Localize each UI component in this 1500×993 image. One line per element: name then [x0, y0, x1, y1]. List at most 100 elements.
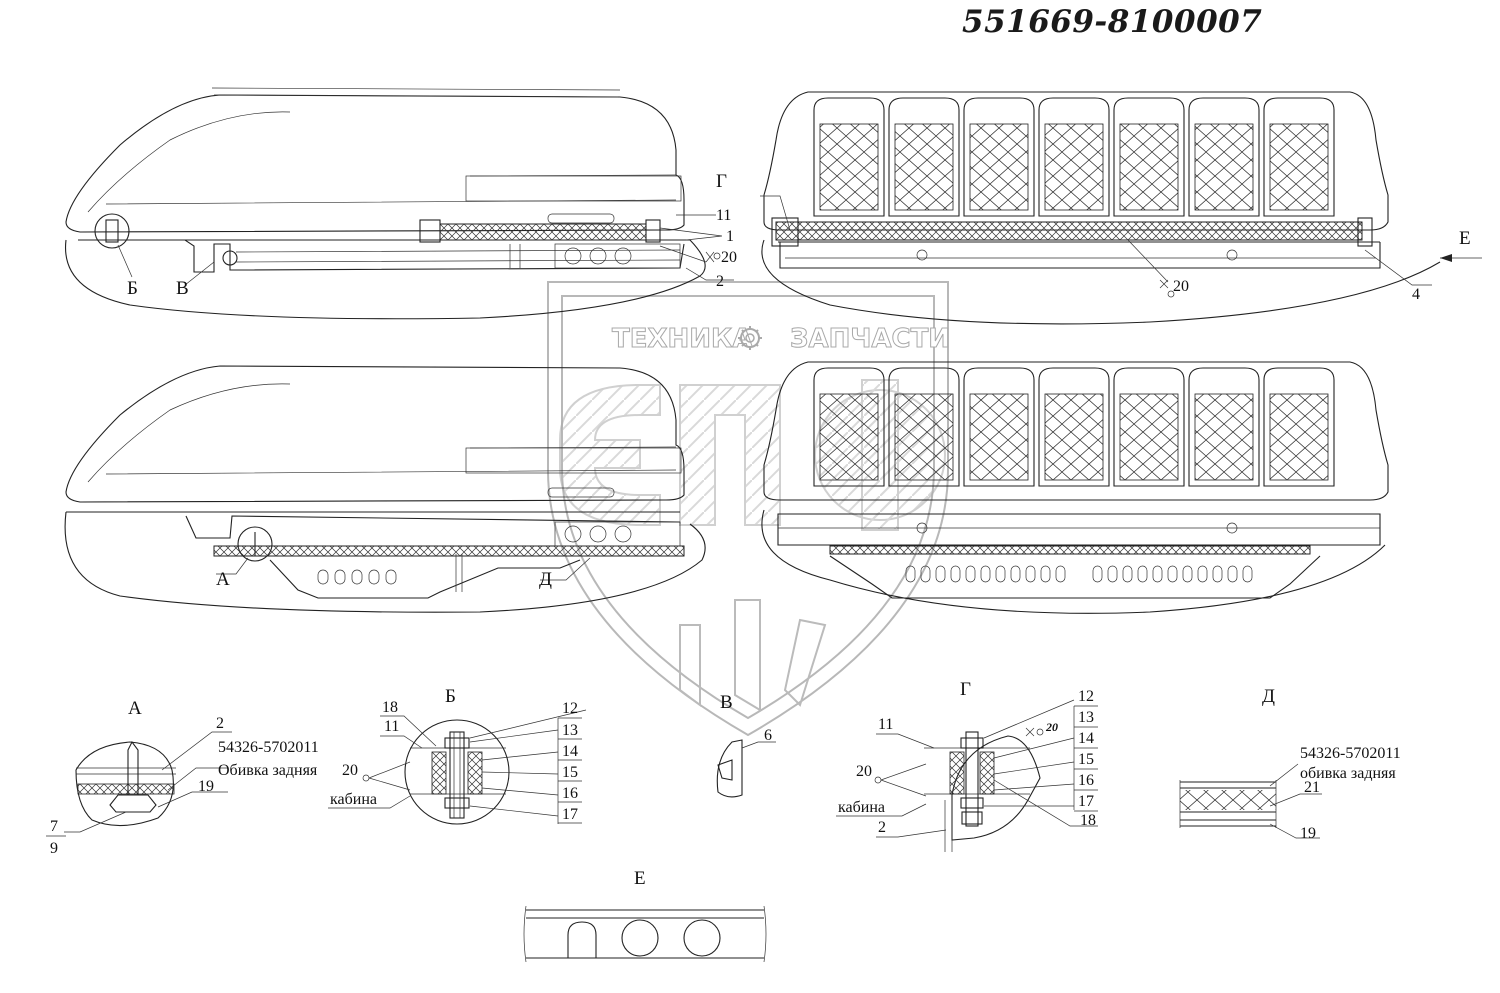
callout-20-g: 20 [856, 763, 872, 780]
grille-top [813, 97, 1335, 217]
grille-panel [1038, 97, 1110, 217]
vent-slot [905, 565, 916, 583]
vent-slot [980, 565, 991, 583]
detail-title-v: В [720, 692, 733, 713]
vent-slot [1040, 565, 1051, 583]
vent-slot [1212, 565, 1223, 583]
callout-17-b: 17 [562, 806, 578, 823]
vent-slot [1055, 565, 1066, 583]
vent-slot [1010, 565, 1021, 583]
cabin-b: кабина [330, 791, 377, 808]
callout-2-a: 2 [216, 715, 224, 732]
watermark-text-left: ТЕХНИКА [612, 324, 752, 354]
callout-4: 4 [1412, 286, 1420, 303]
weld-20-g: 20 [1045, 720, 1058, 734]
callout-11-top: 11 [716, 207, 731, 224]
callout-18-g: 18 [1080, 812, 1096, 829]
trim-rear-d: обивка задняя [1300, 765, 1396, 782]
watermark-text-right: ЗАПЧАСТИ [790, 324, 950, 354]
callout-7-a: 7 [50, 818, 58, 835]
callout-16-g: 16 [1078, 772, 1094, 789]
detail-b [404, 719, 510, 825]
vent-slot [920, 565, 931, 583]
drawing-number: 551669-8100007 [962, 4, 1263, 40]
grille-panel [1188, 97, 1260, 217]
callout-15-g: 15 [1078, 751, 1094, 768]
callout-20-top-right: 20 [1173, 278, 1189, 295]
callout-15-b: 15 [562, 764, 578, 781]
vent-slot [1197, 565, 1208, 583]
grille-panel [888, 367, 960, 487]
marker-a: А [216, 569, 230, 590]
callout-12-b: 12 [562, 700, 578, 717]
detail-title-e: Е [634, 868, 646, 889]
grille-panel [963, 367, 1035, 487]
callout-2-g: 2 [878, 819, 886, 836]
callout-20-top-left: 20 [721, 249, 737, 266]
vent-slot [935, 565, 946, 583]
callout-19-d: 19 [1300, 825, 1316, 842]
vent-slot [1227, 565, 1238, 583]
vent-slot [1092, 565, 1103, 583]
callout-14-b: 14 [562, 743, 578, 760]
callout-18-b: 18 [382, 699, 398, 716]
callout-16-b: 16 [562, 785, 578, 802]
grille-panel [1188, 367, 1260, 487]
side-view-top [64, 87, 706, 320]
callout-9-a: 9 [50, 840, 58, 857]
grille-panel [813, 97, 885, 217]
marker-g-top: Г [716, 171, 727, 192]
vent-slot [1167, 565, 1178, 583]
vent-slot [965, 565, 976, 583]
marker-e: Е [1459, 228, 1471, 249]
grille-panel [1038, 367, 1110, 487]
grille-panel [1263, 97, 1335, 217]
detail-title-a: А [128, 698, 142, 719]
marker-v: В [176, 278, 189, 299]
grille-panel [1113, 97, 1185, 217]
callout-14-g: 14 [1078, 730, 1094, 747]
grille-panel [963, 97, 1035, 217]
callout-11-b: 11 [384, 718, 399, 735]
detail-g [924, 731, 1041, 852]
callout-2-top: 2 [716, 273, 724, 290]
grille-panel [1263, 367, 1335, 487]
part-no-d: 54326-5702011 [1300, 745, 1401, 762]
callout-17-g: 17 [1078, 793, 1094, 810]
callout-13-g: 13 [1078, 709, 1094, 726]
vent-slot [950, 565, 961, 583]
vent-slots [905, 565, 1253, 583]
detail-a [75, 740, 176, 827]
detail-e [523, 905, 767, 963]
marker-d: Д [539, 569, 552, 590]
callout-19-a: 19 [198, 778, 214, 795]
grille-panel [813, 367, 885, 487]
side-view-bottom [64, 365, 706, 613]
vent-slot [995, 565, 1006, 583]
callout-6-v: 6 [764, 727, 772, 744]
vent-slot [1137, 565, 1148, 583]
callout-1-top: 1 [726, 228, 734, 245]
grille-bottom [813, 367, 1335, 487]
callout-20-b: 20 [342, 762, 358, 779]
vent-slot [1122, 565, 1133, 583]
part-no-a: 54326-5702011 [218, 739, 319, 756]
front-view-bottom [761, 361, 1389, 614]
callout-21-d: 21 [1304, 779, 1320, 796]
vent-slot [1182, 565, 1193, 583]
callout-11-g: 11 [878, 716, 893, 733]
vent-slot [1107, 565, 1118, 583]
marker-b: Б [127, 278, 138, 299]
callout-13-b: 13 [562, 722, 578, 739]
grille-panel [1113, 367, 1185, 487]
vent-slot [1025, 565, 1036, 583]
cabin-g: кабина [838, 799, 885, 816]
watermark-gear-icon [738, 326, 762, 350]
detail-title-g: Г [960, 679, 971, 700]
vent-slot [1242, 565, 1253, 583]
detail-title-b: Б [445, 686, 456, 707]
front-view-top [761, 91, 1441, 325]
grille-panel [888, 97, 960, 217]
detail-title-d: Д [1262, 686, 1275, 707]
